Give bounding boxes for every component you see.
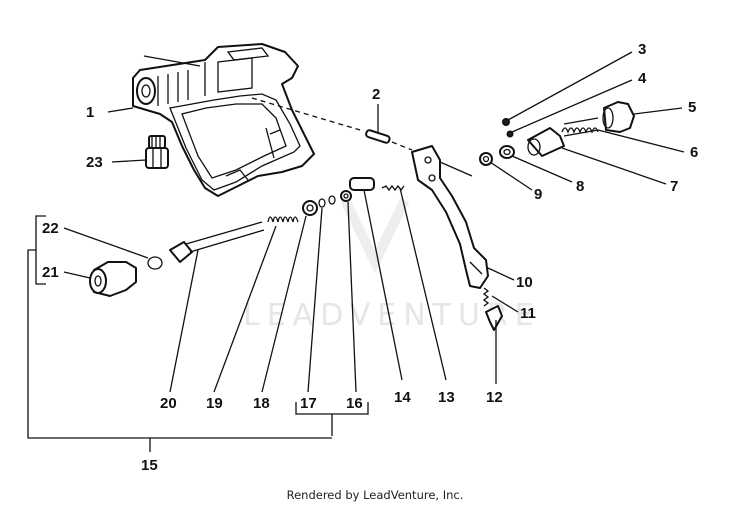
callout-23: 23 [86, 154, 103, 171]
callout-2: 2 [372, 86, 380, 103]
callout-3: 3 [638, 41, 646, 58]
trigger-part [411, 145, 489, 289]
callout-22: 22 [42, 220, 59, 237]
callout-16: 16 [346, 395, 363, 412]
callout-6: 6 [690, 144, 698, 161]
callout-21: 21 [42, 264, 59, 281]
callout-14: 14 [394, 389, 411, 406]
callouts: 1 2 3 4 5 6 7 8 9 10 11 12 13 14 15 16 1… [42, 41, 698, 474]
callout-11: 11 [520, 305, 536, 322]
callout-7: 7 [670, 178, 678, 195]
callout-5: 5 [688, 99, 696, 116]
callout-15: 15 [141, 457, 158, 474]
spring-19-part [267, 216, 299, 223]
gun-body-part [132, 43, 315, 197]
callout-19: 19 [206, 395, 223, 412]
ball-part [502, 118, 510, 126]
pin-part [365, 129, 391, 144]
o-ring-22-part [147, 256, 163, 270]
watermark-text: LEADVENTURE [243, 298, 541, 333]
spring-part [561, 117, 599, 137]
callout-18: 18 [253, 395, 270, 412]
watermark: LEADVENTURE [243, 197, 541, 333]
cap-part [602, 101, 635, 133]
seat-part [499, 145, 515, 159]
callout-8: 8 [576, 178, 584, 195]
leader-lines [27, 51, 685, 452]
o-ring-part [318, 198, 326, 208]
callout-10: 10 [516, 274, 533, 291]
callout-9: 9 [534, 186, 542, 203]
bushing-part [302, 200, 318, 216]
footer-credit: Rendered by LeadVenture, Inc. [286, 488, 464, 502]
lance-tube-part [169, 221, 265, 263]
callout-17: 17 [300, 395, 317, 412]
callout-13: 13 [438, 389, 455, 406]
callout-20: 20 [160, 395, 177, 412]
o-ring-part-2 [328, 195, 336, 205]
callout-12: 12 [486, 389, 503, 406]
washer-part [479, 152, 493, 166]
nozzle-part [89, 261, 137, 297]
clip-part [485, 305, 503, 331]
trigger-spring-part [482, 287, 490, 307]
nut-part [340, 190, 352, 202]
callout-4: 4 [638, 70, 647, 87]
small-ball-part [506, 130, 514, 138]
stem-part [349, 177, 375, 191]
fitting-part [145, 135, 169, 169]
cylinder-part [527, 127, 565, 157]
callout-1: 1 [86, 104, 94, 121]
